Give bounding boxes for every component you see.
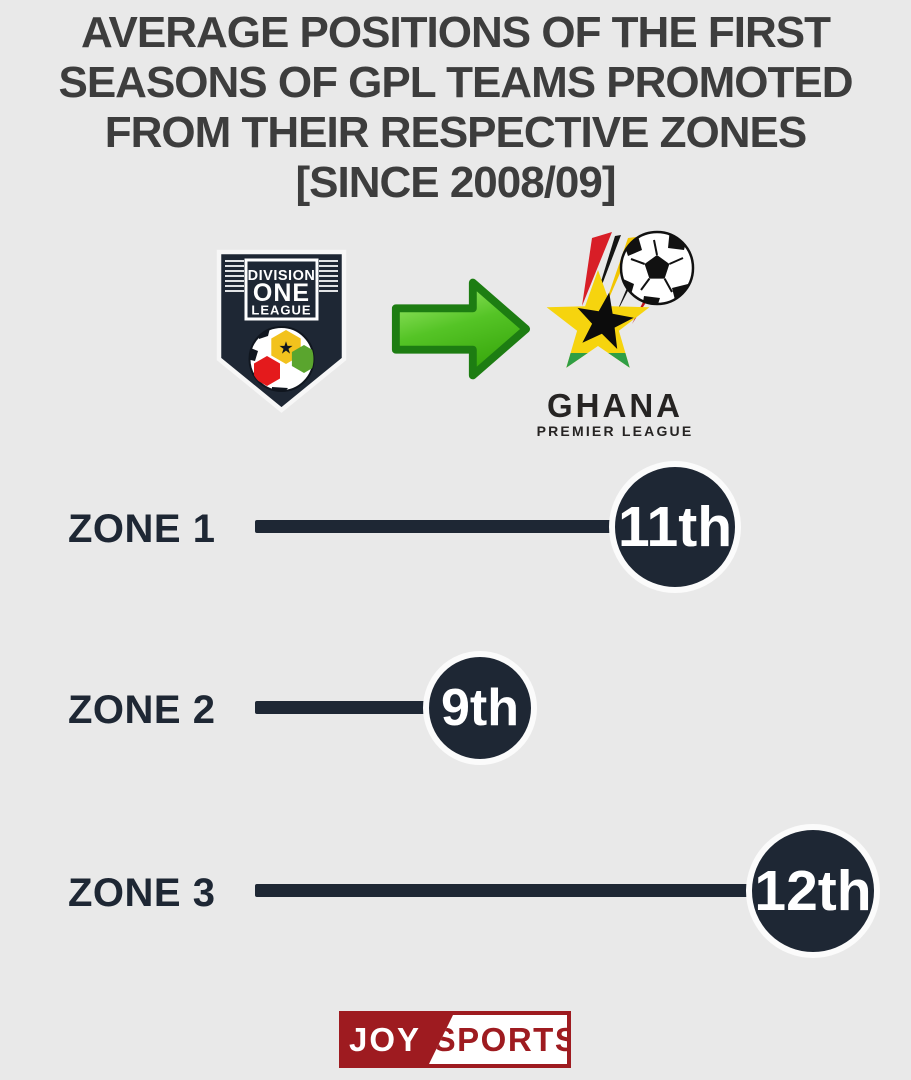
division-one-line1: DIVISION bbox=[248, 268, 316, 284]
ghana-premier-league-logo: GHANA PREMIER LEAGUE bbox=[520, 226, 710, 440]
zone-row-3: ZONE 3 12th bbox=[0, 824, 911, 958]
title-line-4: [SINCE 2008/09] bbox=[295, 158, 616, 208]
zone-3-value: 12th bbox=[754, 859, 872, 923]
zone-row-1: ZONE 1 11th bbox=[0, 461, 911, 593]
ball-star-glyph: ★ bbox=[278, 339, 293, 358]
title-line-1: AVERAGE POSITIONS OF THE FIRST bbox=[80, 8, 831, 57]
zone-2-bar bbox=[255, 701, 447, 714]
zone-3-value-circle: 12th bbox=[746, 824, 880, 958]
promotion-arrow-icon bbox=[386, 268, 534, 390]
joy-logo-right-text: SPORTS bbox=[429, 1015, 567, 1064]
zone-3-bar bbox=[255, 884, 752, 897]
page-title: AVERAGE POSITIONS OF THE FIRST SEASONS O… bbox=[0, 8, 911, 209]
soccer-ball-icon: ★ bbox=[248, 326, 315, 392]
zone-1-value-circle: 11th bbox=[609, 461, 741, 593]
division-one-shield-icon: DIVISION ONE LEAGUE ★ bbox=[216, 249, 347, 413]
joy-logo-left-text: JOY bbox=[348, 1020, 422, 1058]
division-one-line2: ONE bbox=[253, 279, 310, 307]
gpl-subtitle-text: PREMIER LEAGUE bbox=[536, 423, 694, 439]
division-one-league-logo: DIVISION ONE LEAGUE ★ bbox=[214, 247, 350, 417]
title-line-3: FROM THEIR RESPECTIVE ZONES bbox=[104, 108, 808, 158]
gpl-star-icon bbox=[546, 230, 695, 368]
joysports-logo: JOY SPORTS bbox=[339, 1011, 571, 1068]
zone-2-value: 9th bbox=[441, 679, 519, 737]
zone-2-label: ZONE 2 bbox=[68, 688, 216, 732]
title-line-2: SEASONS OF GPL TEAMS PROMOTED bbox=[58, 58, 853, 108]
zone-3-label: ZONE 3 bbox=[68, 871, 216, 915]
gpl-name-text: GHANA bbox=[547, 387, 683, 424]
zone-row-2: ZONE 2 9th bbox=[0, 651, 911, 765]
division-one-line3: LEAGUE bbox=[251, 303, 311, 318]
zone-1-value: 11th bbox=[617, 495, 733, 559]
zone-1-label: ZONE 1 bbox=[68, 507, 216, 551]
zone-2-value-circle: 9th bbox=[423, 651, 537, 765]
zone-1-bar bbox=[255, 520, 650, 533]
